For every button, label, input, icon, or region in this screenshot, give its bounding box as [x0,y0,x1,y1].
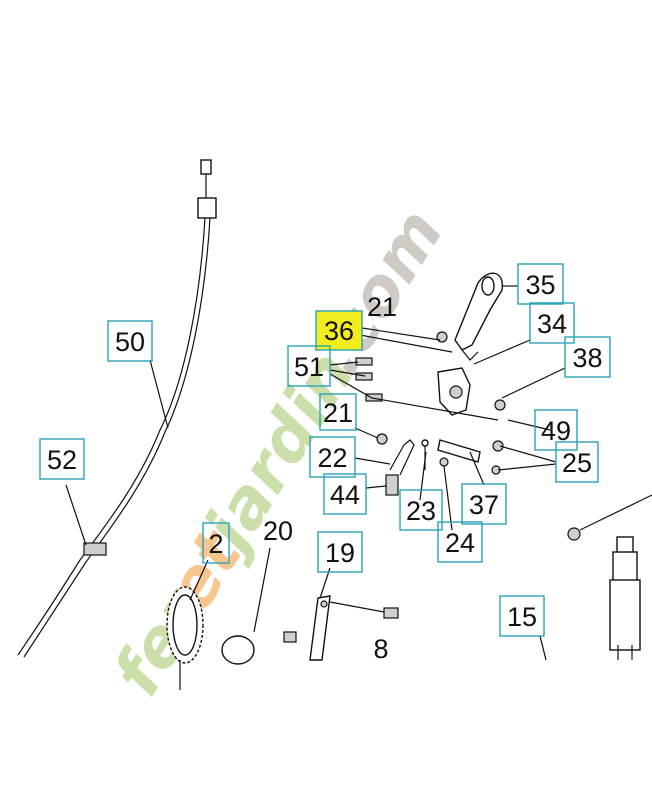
callout-34: 34 [529,302,575,344]
callout-49: 49 [534,409,578,451]
callout-box [517,263,564,305]
cable-50-drawing [17,159,217,658]
callout-box [437,521,483,563]
callout-box [317,531,363,573]
callout-box [323,473,367,515]
callout-label: 25 [562,448,592,478]
callout-box [399,489,443,531]
callout-label: 20 [263,516,293,546]
callout-20: 20 [263,516,293,546]
callout-21-mid: 21 [319,393,357,431]
callout-box [202,522,230,564]
callout-label: 51 [294,352,324,382]
callout-label: 52 [47,445,77,475]
callout-24: 24 [437,521,483,563]
callout-37: 37 [461,483,507,525]
callout-38: 38 [564,336,611,378]
callout-8: 8 [373,634,388,664]
callout-21-top: 21 [367,292,397,322]
callout-19: 19 [317,531,363,573]
callout-box-highlight [315,310,363,351]
bracket-36-drawing [436,331,471,416]
callout-box [529,302,575,344]
shock-15-drawing [567,494,652,660]
callout-label: 2 [208,529,223,559]
handle-35-drawing [454,272,503,361]
callout-label: 22 [317,443,347,473]
callout-52: 52 [39,438,85,480]
callout-label: 24 [445,528,475,558]
callout-25: 25 [555,441,599,483]
callout-label: 49 [541,416,571,446]
callout-box [287,345,331,387]
callout-label: 44 [330,480,360,510]
callout-label: 21 [323,398,353,428]
callout-36-highlighted: 36 [315,310,363,351]
callout-box [309,436,356,478]
callout-label: 19 [325,538,355,568]
callout-label: 37 [469,490,499,520]
callout-2: 2 [202,522,230,564]
callout-35: 35 [517,263,564,305]
callout-15: 15 [499,595,545,637]
gear-2-drawing [166,586,297,690]
callout-label: 34 [537,309,567,339]
callout-51: 51 [287,345,331,387]
callout-label: 36 [324,316,354,346]
callout-box [564,336,611,378]
callout-44: 44 [323,473,367,515]
callout-label: 35 [525,270,555,300]
callout-label: 23 [406,496,436,526]
callout-label: 15 [507,602,537,632]
callout-50: 50 [107,320,153,362]
callout-box [555,441,599,483]
callout-label: 50 [115,327,145,357]
leader-lines [65,285,566,661]
linkage-parts-drawing [355,357,506,496]
callout-label: 8 [373,634,388,664]
callout-box [39,438,85,480]
watermark: fer et jardin .com [98,196,458,709]
callout-box [499,595,545,637]
callout-22: 22 [309,436,356,478]
callout-box [107,320,153,362]
callout-label: 21 [367,292,397,322]
lever-19-drawing [309,595,399,661]
callout-box [319,393,357,431]
callout-box [461,483,507,525]
callout-label: 38 [572,343,602,373]
callout-23: 23 [399,489,443,531]
